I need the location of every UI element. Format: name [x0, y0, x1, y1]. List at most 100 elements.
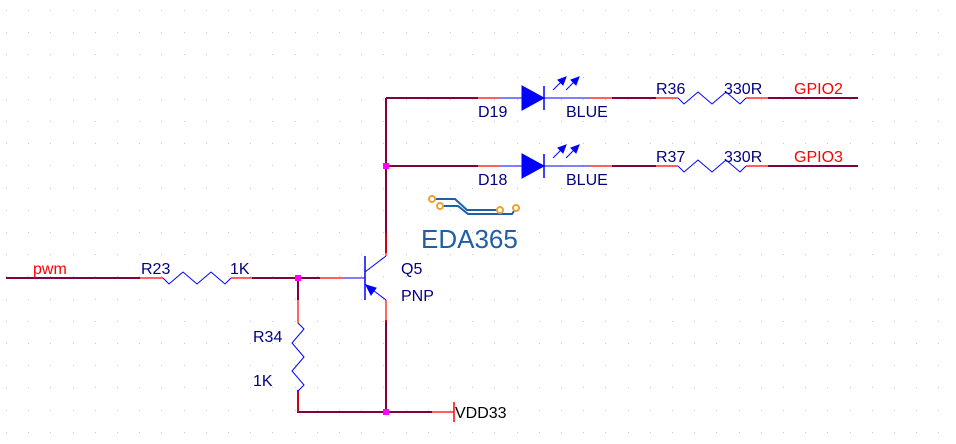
wire-r34-bottom[interactable]: [297, 390, 432, 413]
grid-dot: [783, 343, 784, 344]
grid-dot: [827, 210, 828, 211]
grid-dot: [428, 10, 429, 11]
grid-dot: [339, 276, 340, 277]
grid-dot: [6, 54, 7, 55]
grid-dot: [361, 165, 362, 166]
grid-dot: [938, 232, 939, 233]
grid-dot: [428, 365, 429, 366]
grid-dot: [783, 99, 784, 100]
grid-dot: [361, 77, 362, 78]
grid-dot: [206, 54, 207, 55]
grid-dot: [650, 321, 651, 322]
grid-dot: [672, 188, 673, 189]
grid-dot: [783, 188, 784, 189]
grid-dot: [383, 321, 384, 322]
grid-dot: [894, 210, 895, 211]
grid-dot: [250, 410, 251, 411]
net-label-pwm[interactable]: pwm: [33, 261, 67, 278]
grid-dot: [739, 276, 740, 277]
grid-dot: [761, 365, 762, 366]
grid-dot: [783, 276, 784, 277]
grid-dot: [428, 387, 429, 388]
transistor-q5[interactable]: Q5 PNP: [320, 233, 434, 322]
grid-dot: [383, 432, 384, 433]
grid-dot: [761, 121, 762, 122]
grid-dot: [583, 77, 584, 78]
r36-designator: R36: [656, 81, 685, 98]
grid-dot: [161, 210, 162, 211]
grid-dot: [184, 254, 185, 255]
grid-dot: [517, 10, 518, 11]
grid-dot: [938, 299, 939, 300]
resistor-r36[interactable]: R36 330R: [656, 81, 768, 105]
grid-dot: [117, 99, 118, 100]
grid-dot: [206, 432, 207, 433]
grid-dot: [184, 299, 185, 300]
grid-dot: [295, 432, 296, 433]
grid-dot: [783, 77, 784, 78]
grid-dot: [406, 299, 407, 300]
grid-dot: [761, 32, 762, 33]
grid-dot: [272, 99, 273, 100]
grid-dot: [50, 77, 51, 78]
grid-dot: [339, 77, 340, 78]
resistor-r37[interactable]: R37 330R: [656, 149, 768, 173]
grid-dot: [28, 365, 29, 366]
grid-dot: [139, 232, 140, 233]
grid-dot: [783, 387, 784, 388]
net-label-gpio2[interactable]: GPIO2: [794, 81, 843, 98]
grid-dot: [605, 387, 606, 388]
grid-dot: [872, 432, 873, 433]
grid-dot: [450, 99, 451, 100]
grid-dot: [184, 54, 185, 55]
grid-dot: [894, 165, 895, 166]
grid-dot: [184, 276, 185, 277]
grid-dot: [250, 77, 251, 78]
grid-dot: [694, 254, 695, 255]
grid-dot: [406, 99, 407, 100]
net-label-gpio3[interactable]: GPIO3: [794, 149, 843, 166]
grid-dot: [850, 143, 851, 144]
grid-dot: [361, 365, 362, 366]
grid-dot: [95, 121, 96, 122]
grid-dot: [361, 432, 362, 433]
grid-dot: [228, 99, 229, 100]
grid-dot: [739, 254, 740, 255]
grid-dot: [472, 121, 473, 122]
grid-dot: [761, 99, 762, 100]
grid-dot: [916, 54, 917, 55]
grid-dot: [628, 432, 629, 433]
grid-dot: [161, 188, 162, 189]
grid-dot: [805, 254, 806, 255]
grid-dot: [605, 299, 606, 300]
grid-dot: [517, 343, 518, 344]
grid-dot: [295, 365, 296, 366]
resistor-r23[interactable]: R23 1K: [140, 261, 252, 285]
grid-dot: [561, 365, 562, 366]
r37-designator: R37: [656, 149, 685, 166]
grid-dot: [206, 343, 207, 344]
led-d18[interactable]: D18 BLUE: [478, 144, 612, 189]
grid-dot: [339, 165, 340, 166]
grid-dot: [161, 121, 162, 122]
grid-dot: [428, 254, 429, 255]
grid-dot: [73, 10, 74, 11]
power-port-vdd33[interactable]: VDD33: [432, 402, 507, 422]
grid-dot: [317, 276, 318, 277]
resistor-r34[interactable]: R34 1K: [253, 300, 305, 412]
grid-dot: [339, 32, 340, 33]
grid-dot: [628, 32, 629, 33]
grid-dot: [95, 165, 96, 166]
grid-dot: [494, 143, 495, 144]
grid-dot: [139, 10, 140, 11]
grid-dot: [184, 32, 185, 33]
led-d19[interactable]: D19 BLUE: [478, 76, 612, 121]
grid-dot: [916, 365, 917, 366]
grid-dot: [916, 77, 917, 78]
grid-dot: [850, 10, 851, 11]
grid-dot: [850, 32, 851, 33]
grid-dot: [28, 410, 29, 411]
grid-dot: [539, 10, 540, 11]
grid-dot: [295, 387, 296, 388]
